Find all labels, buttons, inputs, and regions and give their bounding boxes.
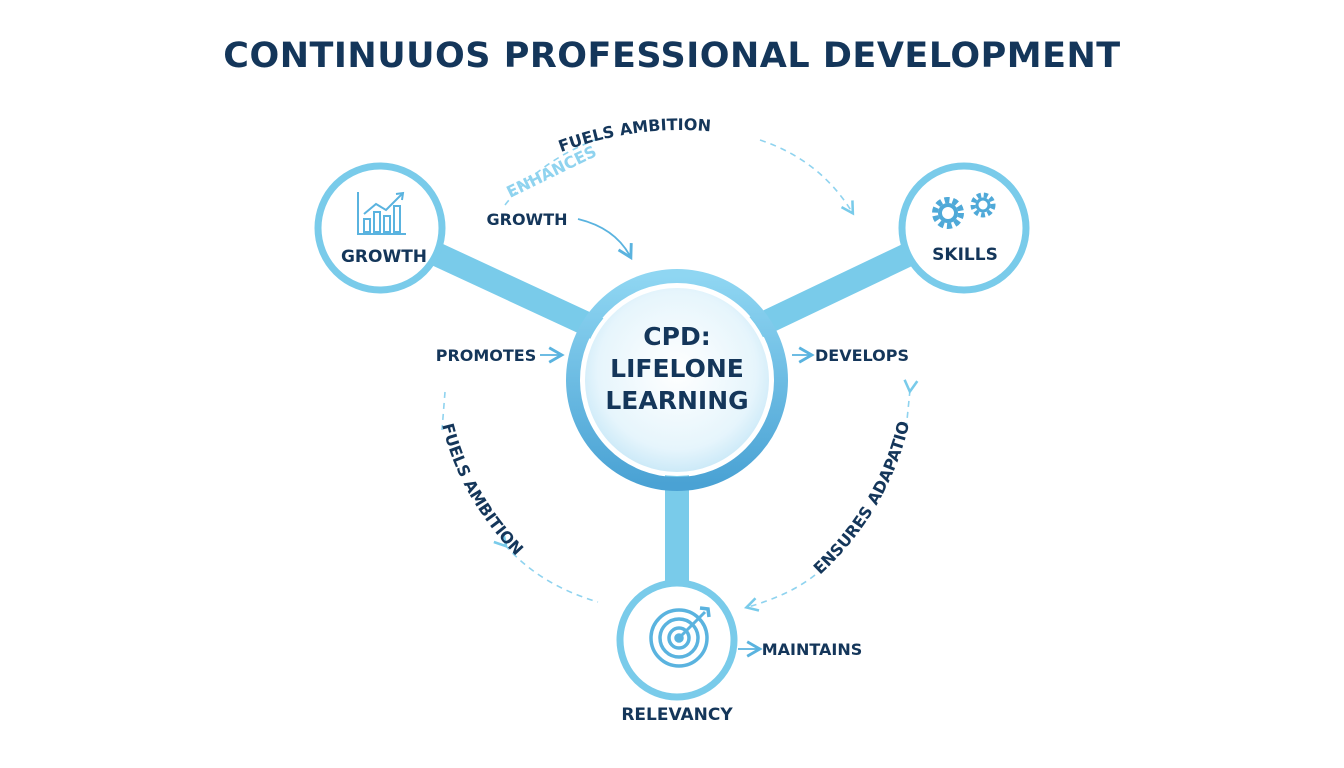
dashed-arcs	[441, 137, 919, 612]
node-relevancy	[616, 579, 738, 701]
arc-left-end	[493, 533, 599, 603]
label-growth-arrow: GROWTH	[486, 210, 567, 229]
center-line-1: CPD:	[643, 322, 710, 351]
small-arrows	[540, 346, 815, 658]
gears-icon	[932, 192, 996, 229]
label-fuels-top: FUELS AMBITION	[556, 115, 712, 156]
node-skills: SKILLS	[898, 162, 1030, 294]
arc-enhances	[504, 137, 601, 206]
center-line-3: LEARNING	[605, 386, 748, 415]
label-maintains: MAINTAINS	[762, 640, 863, 659]
target-icon	[649, 606, 711, 668]
label-fuels-left: FUELS AMBITION	[438, 421, 527, 559]
arc-fuels-top	[759, 139, 855, 216]
arc-left-start	[441, 391, 446, 431]
label-ensures: ENSURES ADAPATION	[0, 0, 913, 578]
node-skills-label: SKILLS	[932, 245, 998, 265]
node-relevancy-label: RELEVANCY	[621, 705, 733, 725]
arc-right-end	[743, 574, 816, 612]
center-node: CPD: LIFELONE LEARNING	[566, 269, 788, 491]
arc-right-start	[903, 379, 919, 431]
node-growth: GROWTH	[314, 162, 446, 294]
label-enhances: ENHANCES	[503, 142, 599, 202]
center-line-2: LIFELONE	[610, 354, 744, 383]
label-promotes: PROMOTES	[436, 346, 537, 365]
bar-chart-icon	[357, 191, 406, 235]
growth-arrow	[577, 218, 633, 261]
node-growth-label: GROWTH	[341, 247, 427, 267]
label-develops: DEVELOPS	[815, 346, 909, 365]
page-title: CONTINUUOS PROFESSIONAL DEVELOPMENT	[223, 36, 1121, 76]
